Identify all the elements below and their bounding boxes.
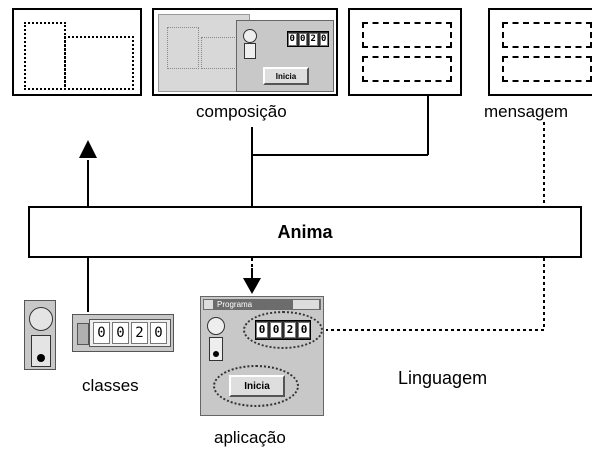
message-box-right bbox=[488, 8, 592, 96]
label-anima: Anima bbox=[277, 221, 333, 242]
composition-box: 0 0 2 0 Inicia bbox=[152, 8, 338, 96]
window-menu-icon[interactable] bbox=[204, 300, 213, 309]
label-composicao: composição bbox=[196, 102, 287, 121]
anima-bar: Anima bbox=[28, 206, 582, 258]
layout-box-nested bbox=[12, 8, 142, 96]
label-aplicacao: aplicação bbox=[214, 428, 286, 447]
window-title: Programa bbox=[217, 300, 253, 309]
message-box-left bbox=[348, 8, 462, 96]
gauge-icon bbox=[209, 337, 223, 361]
dotted-region-right bbox=[64, 36, 134, 90]
clock-icon bbox=[29, 307, 53, 331]
counter-display-small: 0 0 2 0 bbox=[287, 31, 329, 47]
counter-highlight-ellipse bbox=[243, 311, 323, 349]
label-linguagem: Linguagem bbox=[398, 368, 488, 388]
window-titlebar: Programa bbox=[203, 299, 321, 310]
window-controls[interactable] bbox=[293, 300, 319, 309]
composition-window-thumb: 0 0 2 0 Inicia bbox=[236, 20, 334, 92]
label-mensagem: mensagem bbox=[484, 102, 569, 121]
clock-component bbox=[24, 300, 56, 370]
application-window: Programa 0 0 2 0 Inicia bbox=[200, 296, 324, 416]
gauge-icon bbox=[31, 335, 51, 367]
inicia-button[interactable]: Inicia bbox=[229, 375, 285, 397]
label-classes: classes bbox=[82, 376, 139, 395]
inicia-button-small[interactable]: Inicia bbox=[263, 67, 309, 85]
counter-display-app: 0 0 2 0 bbox=[255, 320, 311, 340]
clock-icon bbox=[207, 317, 225, 335]
counter-display-large: 0 0 2 0 bbox=[89, 319, 171, 347]
clock-icon bbox=[243, 29, 257, 43]
counter-component: 0 0 2 0 bbox=[72, 314, 174, 352]
button-highlight-ellipse bbox=[213, 365, 299, 407]
meter-icon bbox=[244, 43, 256, 59]
